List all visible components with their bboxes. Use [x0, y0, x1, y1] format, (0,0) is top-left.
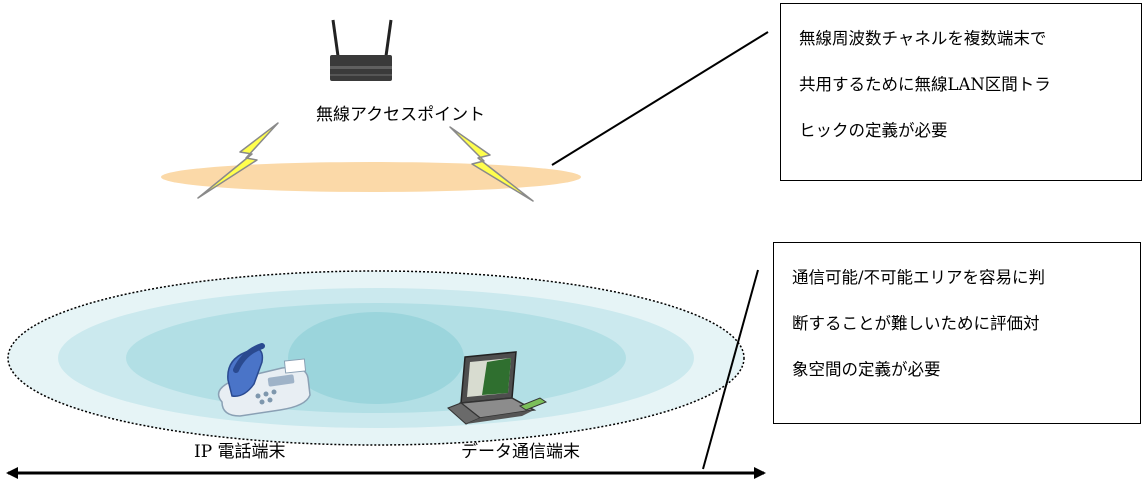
lightning-icon: [197, 122, 279, 199]
callout-line: ヒックの定義が必要: [799, 121, 948, 140]
callout-leader-line-2: [702, 269, 759, 470]
callout-line: 象空間の定義が必要: [792, 360, 941, 379]
wireless-zone-ellipse: [161, 162, 581, 192]
ip-phone-label: IP 電話端末: [194, 442, 286, 462]
lightning-icon-right: [449, 126, 534, 202]
callout-leader-line-1: [551, 31, 769, 166]
access-point-label: 無線アクセスポイント: [316, 105, 486, 125]
data-terminal-label: データ通信端末: [461, 442, 580, 462]
coverage-area: [7, 270, 745, 446]
callout-line: 断することが難しいために評価対: [792, 314, 1040, 333]
laptop-icon: [447, 351, 548, 425]
router-icon: [330, 19, 393, 81]
callout-line: 通信可能/不可能エリアを容易に判: [792, 268, 1046, 287]
callout-box-traffic: 無線周波数チャネルを複数端末で 共用するために無線LAN区間トラ ヒックの定義が…: [780, 3, 1142, 181]
callout-line: 無線周波数チャネルを複数端末で: [799, 29, 1047, 48]
ip-phone-icon: [217, 343, 311, 417]
callout-box-space: 通信可能/不可能エリアを容易に判 断することが難しいために評価対 象空間の定義が…: [773, 242, 1141, 424]
callout-line: 共用するために無線LAN区間トラ: [799, 75, 1051, 94]
